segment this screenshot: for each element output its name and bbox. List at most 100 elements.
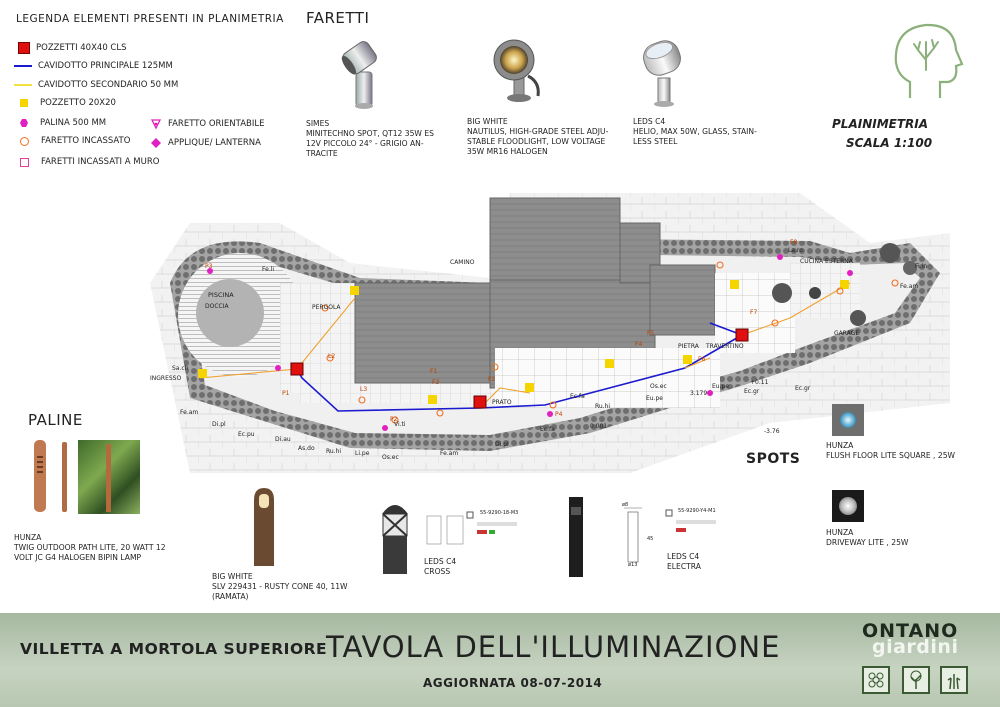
plan-label-garage: GARAGE [834, 330, 860, 337]
site-plan: PISCINA DOCCIA PERGOLA CAMINO INGRESSO P… [150, 183, 950, 478]
plan-level: 3.179 [690, 390, 708, 397]
plan-marker: P3 [205, 263, 213, 270]
plan-species: Os.ec [382, 454, 399, 461]
plan-label-pergola: PERGOLA [312, 304, 341, 311]
pozzetto-40-3 [735, 328, 749, 342]
cross-caption: LEDS C4 CROSS [424, 557, 457, 576]
plan-marker: F7 [750, 309, 758, 316]
plan-label-cucina: CUCINA ESTERNA [800, 258, 853, 265]
rusty-cone-bollard-image [252, 486, 276, 566]
plan-species: Ec.pu [238, 431, 255, 438]
plan-label-ingresso: INGRESSO [150, 375, 182, 382]
plan-species: La.ro [788, 247, 803, 254]
planimetria-line1: PLAINIMETRIA [832, 117, 929, 131]
magenta-arrows-icon [150, 118, 162, 130]
plan-species: Di.pl [495, 441, 509, 448]
paline-caption: HUNZA TWIG OUTDOOR PATH LITE, 20 WATT 12… [14, 533, 166, 562]
brand-tree-icon [902, 666, 930, 694]
plan-marker: P2 [390, 416, 398, 423]
plan-marker: L3 [360, 386, 368, 393]
plan-level: +0.11 [750, 379, 769, 386]
faretti-title: FARETTI [306, 9, 370, 27]
plan-marker: P1 [282, 390, 290, 397]
pozzetto-40-2 [473, 395, 487, 409]
plan-marker: F2 [488, 376, 496, 383]
plan-species: Ec.gr [795, 385, 811, 392]
simes-caption: SIMES MINITECHNO SPOT, QT12 35W ES 12V P… [306, 119, 434, 158]
simes-spot-image [336, 34, 392, 110]
plan-species: Fe.am [900, 283, 919, 290]
project-name: VILLETTA A MORTOLA SUPERIORE [20, 640, 328, 658]
pink-square-outline-icon [20, 157, 29, 167]
plan-level: 0.001 [590, 423, 608, 430]
plan-species: Fe.am [440, 450, 459, 457]
legend-item-pozzetti-40: POZZETTI 40X40 CLS [18, 42, 127, 54]
magenta-diamond-icon [150, 137, 162, 149]
plan-species: Di.au [275, 436, 291, 443]
legend-item-faretto-incassato: FARETTO INCASSATO [20, 136, 130, 146]
electra-spec-code: 55-9290-Y4-M1 [678, 508, 716, 514]
plan-label-camino: CAMINO [450, 259, 475, 266]
plan-marker: F4 [635, 341, 643, 348]
plan-label-pietra: PIETRA [678, 343, 699, 350]
legend-item-cavidotto-secondario: CAVIDOTTO SECONDARIO 50 MM [14, 79, 178, 91]
electra-dim-b: ø13 [628, 562, 638, 568]
helio-caption: LEDS C4 HELIO, MAX 50W, GLASS, STAIN- LE… [633, 117, 757, 146]
nautilus-caption: BIG WHITE NAUTILUS, HIGH-GRADE STEEL ADJ… [467, 117, 609, 156]
update-date: AGGIORNATA 08-07-2014 [423, 676, 603, 690]
plan-species: Li.pe [355, 450, 370, 457]
building-main [354, 282, 496, 384]
electra-bollard-image [568, 497, 584, 577]
plan-marker: P4 [555, 411, 563, 418]
planimetria-scale: SCALA 1:100 [846, 136, 933, 150]
red-square-icon [18, 42, 30, 54]
cross-spec-sheet: 55-9290-18-M3 [425, 508, 535, 558]
plan-label-prato: PRATO [492, 399, 512, 406]
brand-name-line2: giardini [872, 636, 959, 658]
plan-label-travertino: TRAVERTINO [706, 343, 744, 350]
plan-species: Ec.gr [744, 388, 760, 395]
plan-species: Ru.hi [595, 403, 611, 410]
spots-title: SPOTS [746, 451, 801, 467]
plan-species: Eu.pe [712, 383, 730, 390]
rusty-cone-caption: BIG WHITE SLV 229431 - RUSTY CONE 40, 11… [212, 572, 348, 601]
site-plan-drawing [150, 193, 950, 473]
driveway-caption: HUNZA DRIVEWAY LITE , 25W [826, 528, 909, 547]
legend-item-cavidotto-principale: CAVIDOTTO PRINCIPALE 125MM [14, 60, 173, 72]
plan-species: Eu.pe [646, 395, 664, 402]
electra-spec-sheet: ø8 45 ø13 55-9290-Y4-M1 [620, 502, 730, 576]
nautilus-spot-image [488, 36, 550, 106]
yellow-square-icon [20, 99, 28, 107]
plan-marker: F6 [698, 356, 706, 363]
head-tree-logo [890, 20, 964, 102]
plan-species: Vi.ti [394, 421, 406, 428]
pozzetto-40-1 [290, 362, 304, 376]
cross-spec-code: 55-9290-18-M3 [480, 510, 519, 516]
plan-species: Ru.hi [326, 448, 342, 455]
pool [196, 279, 264, 347]
legend-item-applique: APPLIQUE/ LANTERNA [150, 137, 261, 149]
brand-plant-icon [940, 666, 968, 694]
footer-bar [0, 613, 1000, 707]
plan-marker: L2 [328, 353, 336, 360]
plan-label-doccia: DOCCIA [205, 303, 229, 310]
electra-caption: LEDS C4 ELECTRA [667, 552, 701, 571]
plan-species: Ec.fa [540, 426, 555, 433]
plan-label-piscina: PISCINA [208, 291, 234, 299]
orange-circle-icon [20, 136, 29, 146]
planimetria-title: PLAINIMETRIA SCALA 1:100 [832, 115, 952, 153]
plan-marker: F1 [430, 368, 438, 375]
legend-title: LEGENDA ELEMENTI PRESENTI IN PLANIMETRIA [16, 13, 284, 25]
plan-species: Ec.fa [570, 393, 585, 400]
plan-species: Fe.am [180, 409, 199, 416]
plan-marker: F5 [647, 330, 655, 337]
plan-species: As.do [298, 445, 315, 452]
plan-species: Di.pl [212, 421, 226, 428]
flush-floor-lite-image [832, 404, 864, 436]
brand-name-line1: ONTANO [862, 620, 959, 642]
legend-item-faretto-orientabile: FARETTO ORIENTABILE [150, 118, 264, 130]
flush-floor-caption: HUNZA FLUSH FLOOR LITE SQUARE , 25W [826, 441, 956, 460]
paline-title: PALINE [28, 411, 83, 429]
drawing-title: TAVOLA DELL'ILLUMINAZIONE [326, 630, 781, 664]
driveway-lite-image [832, 490, 864, 522]
